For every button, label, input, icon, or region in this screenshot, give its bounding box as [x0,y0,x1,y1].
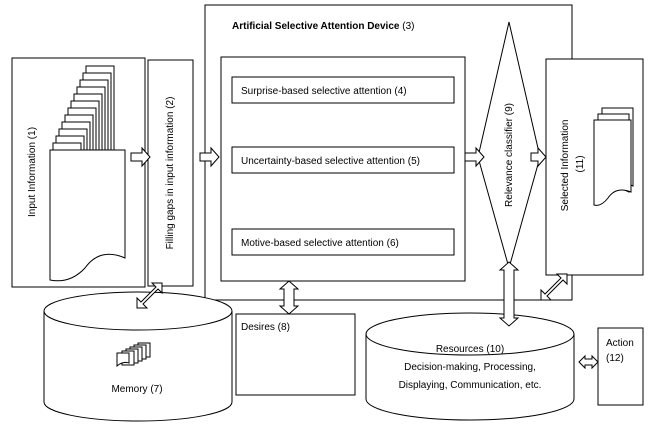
arrow-selected-resources [540,273,568,301]
attention-device-title: Artificial Selective Attention Device (3… [232,21,414,32]
desires-label: Desires (8) [241,322,290,333]
arrow-classifier-resources [498,261,520,327]
resources-cylinder [365,312,575,421]
surprise-attention-label: Surprise-based selective attention (4) [241,86,407,97]
arrow-attention-to-classifier [464,146,485,168]
arrow-input-to-filling [130,146,151,168]
action-label-line-1: Action [606,338,634,349]
selected-documents-stack [593,107,634,206]
arrow-device-desires [278,280,300,315]
memory-cylinder [43,291,233,422]
action-label-line-2: (12) [606,353,624,364]
memory-label: Memory (7) [111,384,162,395]
input-documents-stack [49,65,126,282]
resources-title: Resources (10) [436,344,504,355]
filling-gaps-label: Filling gaps in input information (2) [165,97,176,250]
surprise-attention-box [231,76,455,104]
selected-information-label: Selected Information (11) [560,117,586,212]
input-information-label: Input Information (1) [27,127,38,217]
filling-gaps-box [147,59,194,287]
uncertainty-attention-box [231,146,455,174]
action-box [597,327,644,406]
arrow-resources-action [578,354,599,370]
arrow-classifier-to-selected [530,146,547,168]
motive-attention-label: Motive-based selective attention (6) [241,238,399,249]
resources-line-2: Displaying, Communication, etc. [399,380,542,391]
resources-line-1: Decision-making, Processing, [404,362,536,373]
uncertainty-attention-label: Uncertainty-based selective attention (5… [241,156,420,167]
desires-box [235,313,356,396]
motive-attention-box [231,228,455,256]
arrow-filling-memory [136,282,163,309]
arrow-filling-to-attention [199,146,220,168]
memory-documents-icon [116,342,151,368]
relevance-classifier-label: Relevance classifier (9) [504,103,515,207]
